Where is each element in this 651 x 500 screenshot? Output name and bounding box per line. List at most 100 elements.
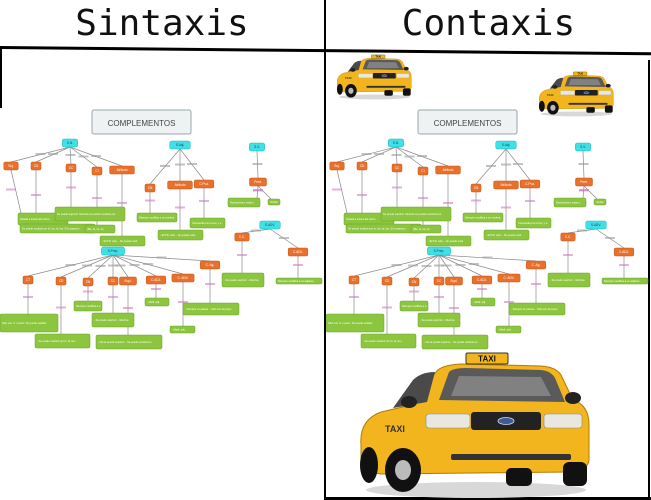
note-node: - Se puede sustituir por lo, la, les. - [360, 333, 417, 349]
bottom-border [326, 497, 651, 500]
note-text: Señala a través del verbo [20, 217, 50, 221]
function-node-cadj2: C.ADJ. [471, 275, 493, 285]
note-text: - El P.R. sólo. - Se puede susti [160, 233, 195, 237]
link-label [151, 288, 161, 290]
note-text: - Siempre en pasiva. - Sólo con la prepo [511, 307, 558, 311]
map-edge [10, 169, 22, 214]
concept-map-title: COMPLEMENTOS [91, 109, 192, 135]
note-text: Concuerda con el suj. y e [192, 221, 222, 225]
function-node-cn1: CN [470, 183, 482, 193]
svg-text:C.ADJ.: C.ADJ. [619, 250, 629, 254]
phrase-node-sadj: S.Adj. [169, 140, 191, 150]
svg-text:CD: CD [59, 279, 64, 283]
note-text: - El P.R. sólo. - Se puede susti [102, 239, 137, 243]
svg-text:C.Pva.: C.Pva. [525, 182, 535, 186]
edge-label [513, 163, 523, 165]
note-node: - El P.R. sólo. - Se puede susti [99, 235, 146, 247]
svg-text:S.ADV.: S.ADV. [265, 223, 275, 227]
note-node: Siempre modifica a un nombre [136, 212, 178, 223]
note-text: - Siempre en pasiva. - Sólo con la prepo [185, 307, 232, 311]
link-label [56, 306, 66, 309]
svg-text:C. Ag.: C. Ag. [206, 263, 215, 267]
link-label [237, 254, 247, 256]
function-node-ct: CT [22, 275, 34, 285]
note-node: - Modi. adj. [470, 297, 496, 307]
edge-label [91, 155, 101, 157]
function-node-cd2: CD [381, 276, 393, 286]
phrase-node-sn: S.N. [388, 138, 404, 148]
note-text: Se puede sustituir por lo, los, la, las.… [348, 227, 406, 231]
link-label [108, 296, 118, 298]
edge-label [187, 163, 197, 165]
taxi-roof-sign: TAXI [577, 73, 583, 76]
svg-text:Pred.: Pred. [580, 180, 588, 184]
edge-label [501, 163, 511, 166]
function-node-ci: CI [417, 166, 429, 176]
function-node-cag: C. Ag. [199, 260, 221, 270]
note-text: - Se puede sustituir por lo, la, les. - [37, 339, 77, 343]
function-node-ci: CI [91, 166, 103, 176]
function-node-atributo1: Atributo [109, 165, 135, 175]
svg-text:CT: CT [352, 278, 356, 282]
edge-label [404, 155, 415, 158]
link-label [178, 301, 188, 303]
svg-text:CC: CC [69, 166, 74, 170]
note-node: Siempre modifica a u [73, 300, 103, 312]
function-node-supl: Supl. [119, 276, 137, 286]
edge-label [469, 263, 479, 265]
link-label [92, 197, 102, 199]
function-node-cadj: C.ADJ. [287, 247, 309, 257]
link-label [382, 306, 392, 309]
note-node: - Modi. adj. [144, 297, 170, 307]
svg-text:C.Pva.: C.Pva. [199, 182, 209, 186]
phrase-node-sn: S.N. [62, 138, 78, 148]
note-node: Sólo con 'a' o 'para'. Se puede sustitui… [0, 313, 59, 333]
note-text: Siempre modifica a un adjetivo. [604, 279, 640, 283]
note-text: Nominal (ser, estar o [556, 201, 580, 205]
left-border [0, 48, 2, 108]
link-label [205, 283, 215, 285]
note-node: Siempre modifica a u [399, 300, 429, 312]
svg-text:C.ADJ.: C.ADJ. [293, 250, 303, 254]
phrase-node-sadj: S.Adj. [495, 140, 517, 150]
link-label [443, 202, 453, 204]
note-node: Verbal [593, 198, 607, 206]
edge-label [65, 264, 76, 266]
function-node-cn2: CN [408, 277, 420, 287]
link-label [349, 296, 359, 298]
function-node-cd: CD [30, 161, 42, 171]
link-label [392, 186, 402, 189]
link-label [293, 264, 303, 266]
edge-label [482, 256, 493, 259]
edge-label [252, 163, 263, 165]
link-label [504, 301, 514, 303]
function-node-cadv: C. ADV. [497, 273, 521, 283]
note-node: Se puede suprimir. Muchos se pueden sust… [380, 206, 452, 222]
note-text: - Se puede suprimir. - Muchos [224, 278, 259, 282]
function-node-cadv: C. ADV. [171, 273, 195, 283]
function-node-pred: Pred. [575, 177, 593, 187]
note-node: - Modi. adv. [495, 325, 522, 334]
note-text: - Se puede suprimir. - Muchos [550, 278, 585, 282]
note-text: - Modi. adj. [473, 300, 486, 304]
svg-text:CN: CN [474, 186, 479, 190]
concept-map-title-text: COMPLEMENTOS [108, 119, 176, 128]
note-text: - Se puede sustituir por lo, la, les. - [363, 339, 403, 343]
left-title: Sintaxis [75, 2, 249, 44]
function-node-cpva: C.Pva. [193, 179, 215, 189]
link-label [6, 188, 16, 191]
note-node: Siempre modifica a un nombre [462, 212, 504, 223]
note-node: - Modi. adv. [169, 325, 196, 334]
function-node-cd: CD [356, 161, 368, 171]
svg-text:S.Adj.: S.Adj. [502, 143, 511, 147]
edge-label [95, 265, 106, 267]
note-node: - Siempre en pasiva. - Sólo con la prepo [508, 302, 566, 316]
svg-text:C.C.: C.C. [565, 235, 571, 239]
concept-map-title: COMPLEMENTOS [417, 109, 518, 135]
